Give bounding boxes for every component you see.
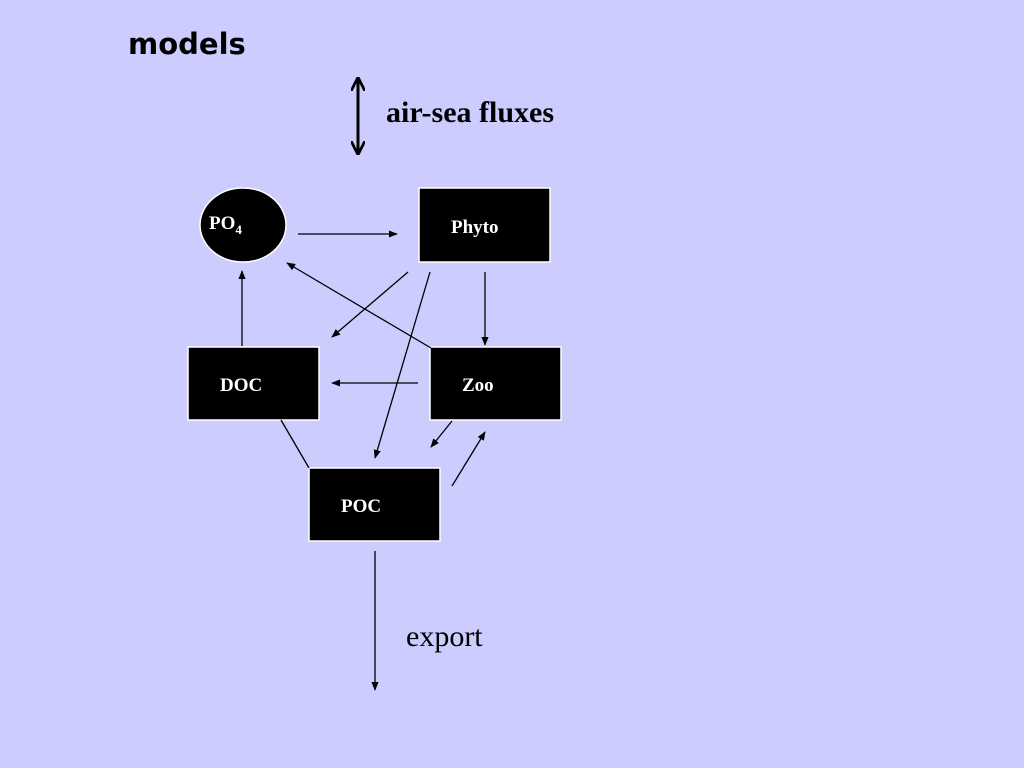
zoo-to-po4-arrow <box>286 262 432 349</box>
poc-to-zoo-arrow <box>451 431 486 487</box>
doc-label: DOC <box>220 375 262 396</box>
poc-label: POC <box>341 496 381 517</box>
poc-node: POC <box>308 467 441 542</box>
zoo-label: Zoo <box>462 375 494 396</box>
phyto-label: Phyto <box>451 217 499 238</box>
doc-node: DOC <box>187 346 320 421</box>
slide-title: models <box>128 27 246 61</box>
po4-label: PO4 <box>209 213 242 237</box>
zoo-node: Zoo <box>429 346 562 421</box>
phyto-node: Phyto <box>418 187 551 263</box>
phyto-to-doc-arrow <box>331 271 409 338</box>
air-sea-fluxes-label: air-sea fluxes <box>386 96 554 129</box>
phyto-to-poc-arrow <box>373 271 431 459</box>
doc-poc-link <box>280 419 310 469</box>
export-label: export <box>406 620 483 653</box>
zoo-to-poc-arrow <box>430 420 453 448</box>
po4-node: PO4 <box>199 187 287 263</box>
